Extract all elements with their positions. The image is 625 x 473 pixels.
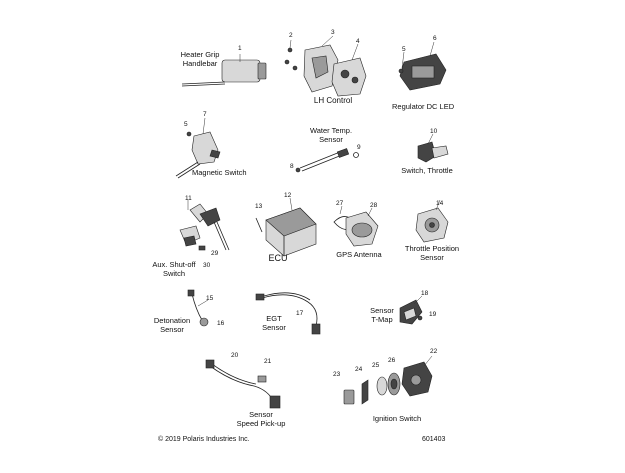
callout-27: 27 <box>336 200 344 207</box>
callout-14: 14 <box>436 200 444 207</box>
gps-antenna-drawing <box>333 205 379 247</box>
label-switch-throttle: Switch, Throttle <box>401 166 453 175</box>
callout-20: 20 <box>231 352 239 359</box>
water-temp-sensor-drawing <box>295 148 359 173</box>
screws-drawing <box>284 39 298 71</box>
callout-26: 26 <box>388 357 396 364</box>
callout-11: 11 <box>185 195 192 202</box>
callout-30: 30 <box>203 262 211 269</box>
ignition-switch-drawing <box>343 355 433 405</box>
label-heater-grip: Heater Grip Handlebar <box>180 50 220 68</box>
label-regulator: Regulator DC LED <box>392 102 455 111</box>
callout-28: 28 <box>370 202 378 209</box>
regulator-drawing <box>398 41 447 91</box>
callout-6: 6 <box>433 35 437 42</box>
label-speed-pickup: Sensor Speed Pick-up <box>236 410 286 428</box>
label-egt: EGT Sensor <box>262 314 286 332</box>
egt-sensor-drawing <box>255 292 321 335</box>
throttle-position-drawing <box>415 199 449 243</box>
label-ecu: ECU <box>268 253 288 263</box>
callout-9: 9 <box>357 144 361 151</box>
ecu-drawing <box>255 197 317 257</box>
copyright-text: © 2019 Polaris Industries Inc. <box>158 436 250 443</box>
callout-3: 3 <box>331 29 335 36</box>
label-water-temp: Water Temp. Sensor <box>309 126 353 144</box>
throttle-switch-drawing <box>417 133 449 163</box>
callout-15: 15 <box>206 295 214 302</box>
label-magnetic-switch: Magnetic Switch <box>192 168 247 177</box>
label-ignition-switch: Ignition Switch <box>372 414 422 423</box>
callout-5a: 5 <box>402 46 406 53</box>
aux-shutoff-drawing <box>179 200 230 251</box>
callout-17: 17 <box>296 310 304 317</box>
callout-1: 1 <box>238 45 242 52</box>
tmap-sensor-drawing <box>399 295 423 325</box>
callout-8: 8 <box>290 163 294 170</box>
callout-16: 16 <box>217 320 225 327</box>
label-throttle-position: Throttle Position Sensor <box>404 244 460 262</box>
label-tmap: Sensor T-Map <box>370 306 394 324</box>
callout-24: 24 <box>355 366 363 373</box>
callout-7: 7 <box>203 111 207 118</box>
speed-pickup-drawing <box>205 359 281 409</box>
callout-4: 4 <box>356 38 360 45</box>
callout-5b: 5 <box>184 121 188 128</box>
callout-29: 29 <box>211 250 219 257</box>
callout-13: 13 <box>255 203 263 210</box>
magnetic-switch-drawing <box>175 117 221 179</box>
callout-25: 25 <box>372 362 380 369</box>
heater-grip-drawing <box>181 54 267 87</box>
callout-18: 18 <box>421 290 429 297</box>
callout-2: 2 <box>289 32 293 39</box>
label-aux-shutoff: Aux. Shut-off Switch <box>152 260 196 278</box>
label-gps-antenna: GPS Antenna <box>336 250 382 259</box>
diagram-number: 601403 <box>422 436 446 443</box>
detonation-sensor-drawing <box>187 289 209 327</box>
callout-19: 19 <box>429 311 437 318</box>
callout-10: 10 <box>430 128 438 135</box>
callout-23: 23 <box>333 371 341 378</box>
label-lh-control: LH Control <box>313 96 353 105</box>
lh-control-drawing <box>303 35 367 97</box>
label-detonation: Detonation Sensor <box>153 316 191 334</box>
callout-22: 22 <box>430 348 438 355</box>
callout-21: 21 <box>264 358 272 365</box>
callout-12: 12 <box>284 192 292 199</box>
